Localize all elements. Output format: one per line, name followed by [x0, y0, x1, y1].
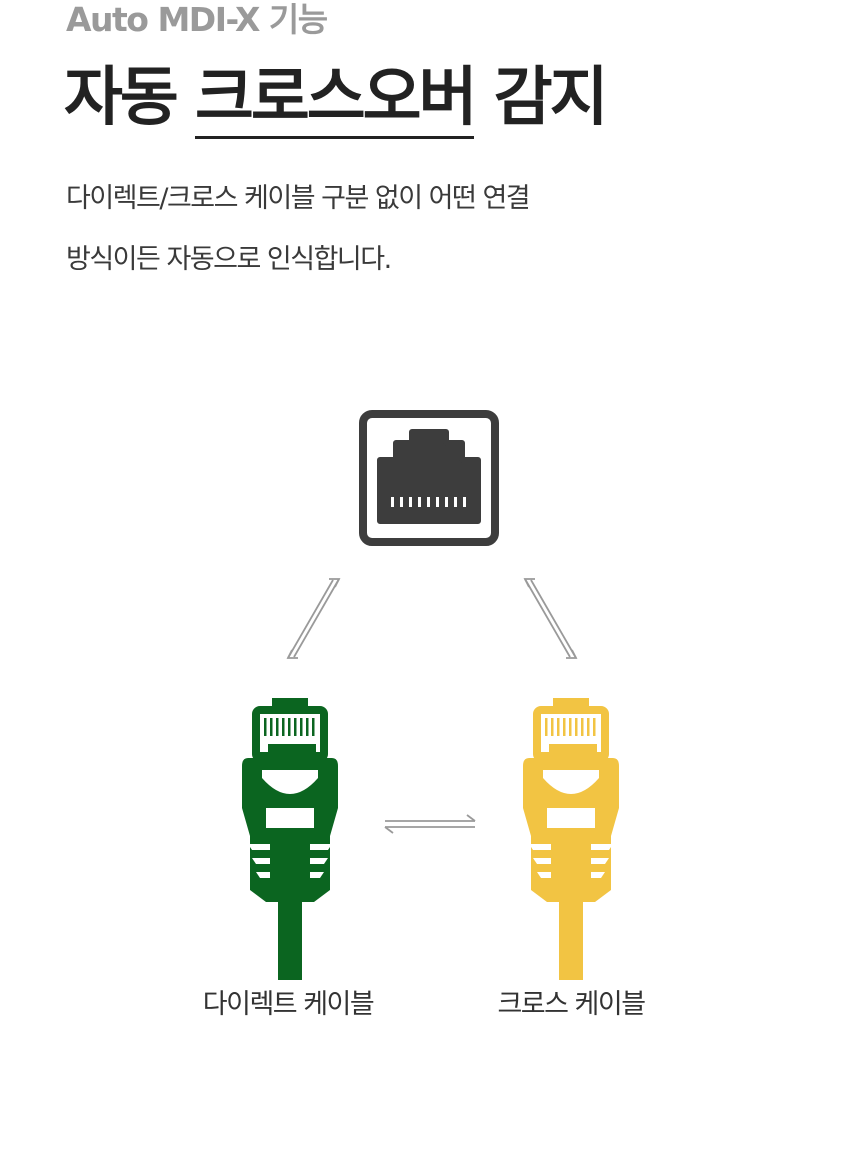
direct-cable-label: 다이렉트 케이블 — [202, 989, 375, 1020]
swap-arrow-left-icon — [286, 578, 341, 659]
ethernet-port-icon — [359, 410, 499, 546]
description-line-2: 방식이든 자동으로 인식합니다. — [66, 244, 392, 275]
title-part-2: 감지 — [474, 61, 609, 135]
rj45-connector-icon — [242, 698, 338, 980]
page-title: 자동 크로스오버 감지 — [64, 58, 609, 139]
feature-eyebrow: Auto MDI-X 기능 — [66, 0, 328, 39]
title-underlined: 크로스오버 — [195, 61, 477, 139]
swap-arrow-horizontal-icon — [384, 814, 476, 834]
swap-arrow-right-icon — [523, 578, 578, 659]
rj45-connector-icon — [523, 698, 619, 980]
title-part-1: 자동 — [64, 61, 196, 135]
cross-cable-label: 크로스 케이블 — [497, 989, 646, 1020]
description-line-1: 다이렉트/크로스 케이블 구분 없이 어떤 연결 — [66, 183, 531, 214]
